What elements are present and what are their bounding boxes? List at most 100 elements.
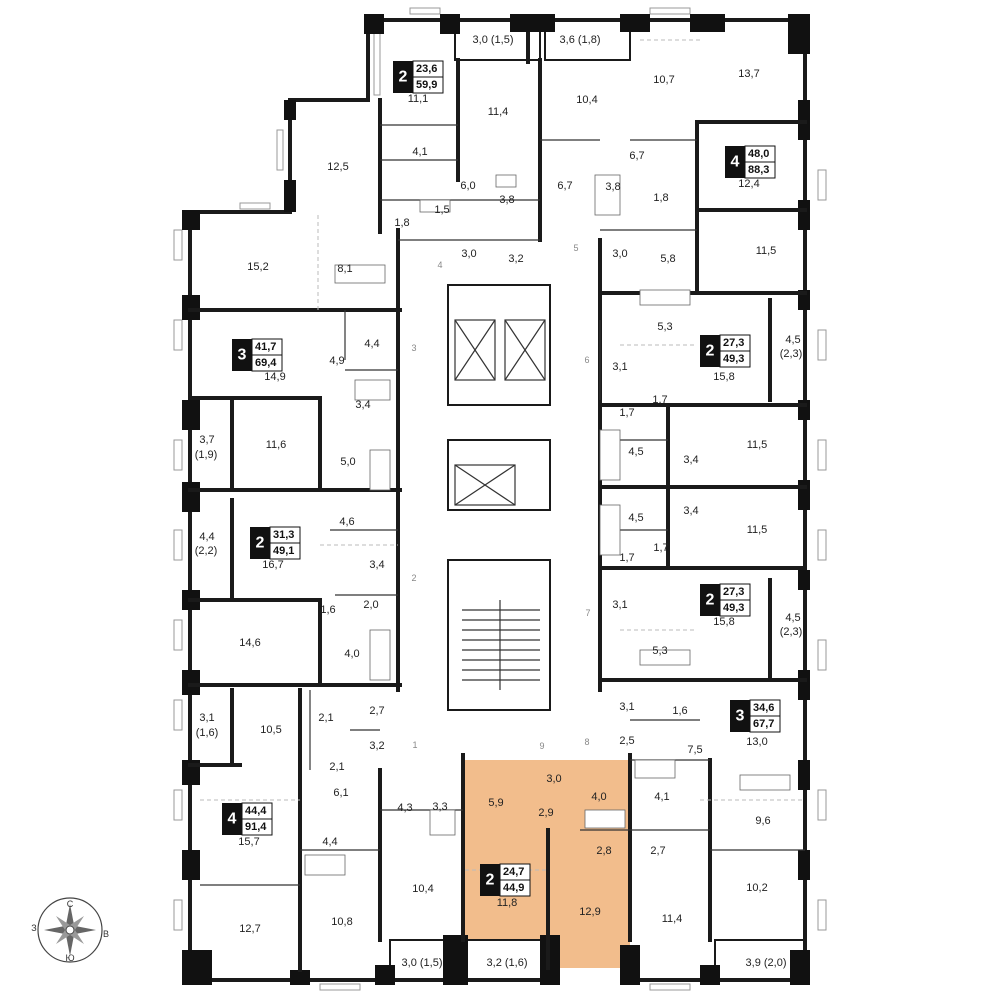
room-label: 5,0 [340,456,355,468]
room-label: 14,6 [239,637,260,649]
room-label: 4,5 [628,512,643,524]
room-label: 6,7 [557,180,572,192]
entrance-number: 6 [584,355,589,365]
partitions [200,124,805,886]
apartment-badge-c[interactable]: 3 41,7 69,4 [232,338,283,372]
apartment-badge-b[interactable]: 4 48,0 88,3 [725,145,776,179]
room-label: 3,0 (1,5) [473,34,514,46]
apartment-badge-g[interactable]: 3 34,6 67,7 [730,699,781,733]
interior-walls [188,58,807,972]
room-label: 3,0 [612,248,627,260]
room-count: 4 [228,811,237,828]
room-label: 1,8 [653,192,668,204]
room-count: 2 [399,69,408,86]
room-label: 10,2 [746,882,767,894]
living-area: 24,7 [503,866,524,878]
living-area: 31,3 [273,529,294,541]
compass-east: В [103,929,109,939]
entrance-number: 7 [585,608,590,618]
room-label: 4,5 [628,446,643,458]
room-label: 3,2 (1,6) [487,957,528,969]
room-label: 1,5 [434,204,449,216]
apartment-entrance-numbers: 1 2 3 4 5 6 7 8 9 [411,243,590,751]
room-label: 2,5 [619,735,634,747]
room-label: 3,1 [612,599,627,611]
room-label: 3,1 [612,361,627,373]
entrance-number: 5 [573,243,578,253]
entrance-number: 3 [411,343,416,353]
room-label: 1,7 [619,407,634,419]
apartment-badge-i[interactable]: 2 24,7 44,9 [480,863,531,897]
entrance-number: 2 [411,573,416,583]
entrance-number: 9 [539,741,544,751]
room-label: 10,5 [260,724,281,736]
room-label: 3,0 (1,5) [402,957,443,969]
room-label: 1,7 [653,542,668,554]
room-label: 11,5 [747,524,768,536]
room-label: 9,6 [755,815,770,827]
room-label: 12,9 [579,906,600,918]
room-count: 4 [731,154,740,171]
room-label: 3,4 [683,505,698,517]
room-label: 15,7 [238,836,259,848]
room-label: 1,8 [394,217,409,229]
room-label: 2,8 [596,845,611,857]
room-label: 4,6 [339,516,354,528]
room-label: 3,9 (2,0) [746,957,787,969]
room-count: 3 [736,708,745,725]
room-label: 2,9 [538,807,553,819]
room-label: 1,7 [619,552,634,564]
apartment-badge-e[interactable]: 2 31,3 49,1 [250,526,301,560]
room-label: 3,1 [199,712,214,724]
fixtures [304,174,791,876]
room-label: 5,3 [652,645,667,657]
room-label: 3,3 [432,801,447,813]
apartment-badge-h[interactable]: 4 44,4 91,4 [222,802,273,836]
room-label: 6,1 [333,787,348,799]
room-label: (2,3) [780,348,803,360]
room-label: 13,7 [738,68,759,80]
room-label: 2,7 [650,845,665,857]
room-label: 12,5 [327,161,348,173]
room-count: 2 [706,343,715,360]
room-label: 4,1 [654,791,669,803]
room-label: 3,7 [199,434,214,446]
room-label: 3,8 [499,194,514,206]
room-label: (2,2) [195,545,218,557]
room-label: 5,3 [657,321,672,333]
room-count: 2 [486,872,495,889]
total-area: 67,7 [753,718,774,730]
total-area: 69,4 [255,357,277,369]
apartment-badge-a[interactable]: 2 23,6 59,9 [393,60,444,94]
total-area: 91,4 [245,821,267,833]
room-count: 2 [706,592,715,609]
room-label: 15,8 [713,371,734,383]
structural-pillars [182,14,810,985]
room-label: 3,4 [369,559,384,571]
room-label: 16,7 [262,559,283,571]
room-area-labels: 3,0 (1,5) 3,6 (1,8) 11,1 11,4 10,4 10,7 … [195,34,803,969]
room-label: 12,7 [239,923,260,935]
apartment-badge-d[interactable]: 2 27,3 49,3 [700,334,751,368]
room-label: 3,1 [619,701,634,713]
total-area: 49,3 [723,353,744,365]
room-label: 10,4 [412,883,433,895]
room-label: 10,4 [576,94,597,106]
room-label: 4,4 [199,531,214,543]
room-label: 4,4 [322,836,337,848]
total-area: 59,9 [416,79,437,91]
room-label: 1,6 [672,705,687,717]
room-label: 11,8 [497,897,518,909]
compass-west: З [31,923,36,933]
room-label: 6,0 [460,180,475,192]
room-label: 3,2 [508,253,523,265]
room-label: 11,5 [756,245,777,257]
room-label: 3,8 [605,181,620,193]
room-count: 2 [256,535,265,552]
compass-rose-icon: С Ю В З [31,897,109,963]
room-label: 4,9 [329,355,344,367]
room-label: 11,4 [488,106,509,118]
apartment-badge-f[interactable]: 2 27,3 49,3 [700,583,751,617]
room-label: 13,0 [746,736,767,748]
